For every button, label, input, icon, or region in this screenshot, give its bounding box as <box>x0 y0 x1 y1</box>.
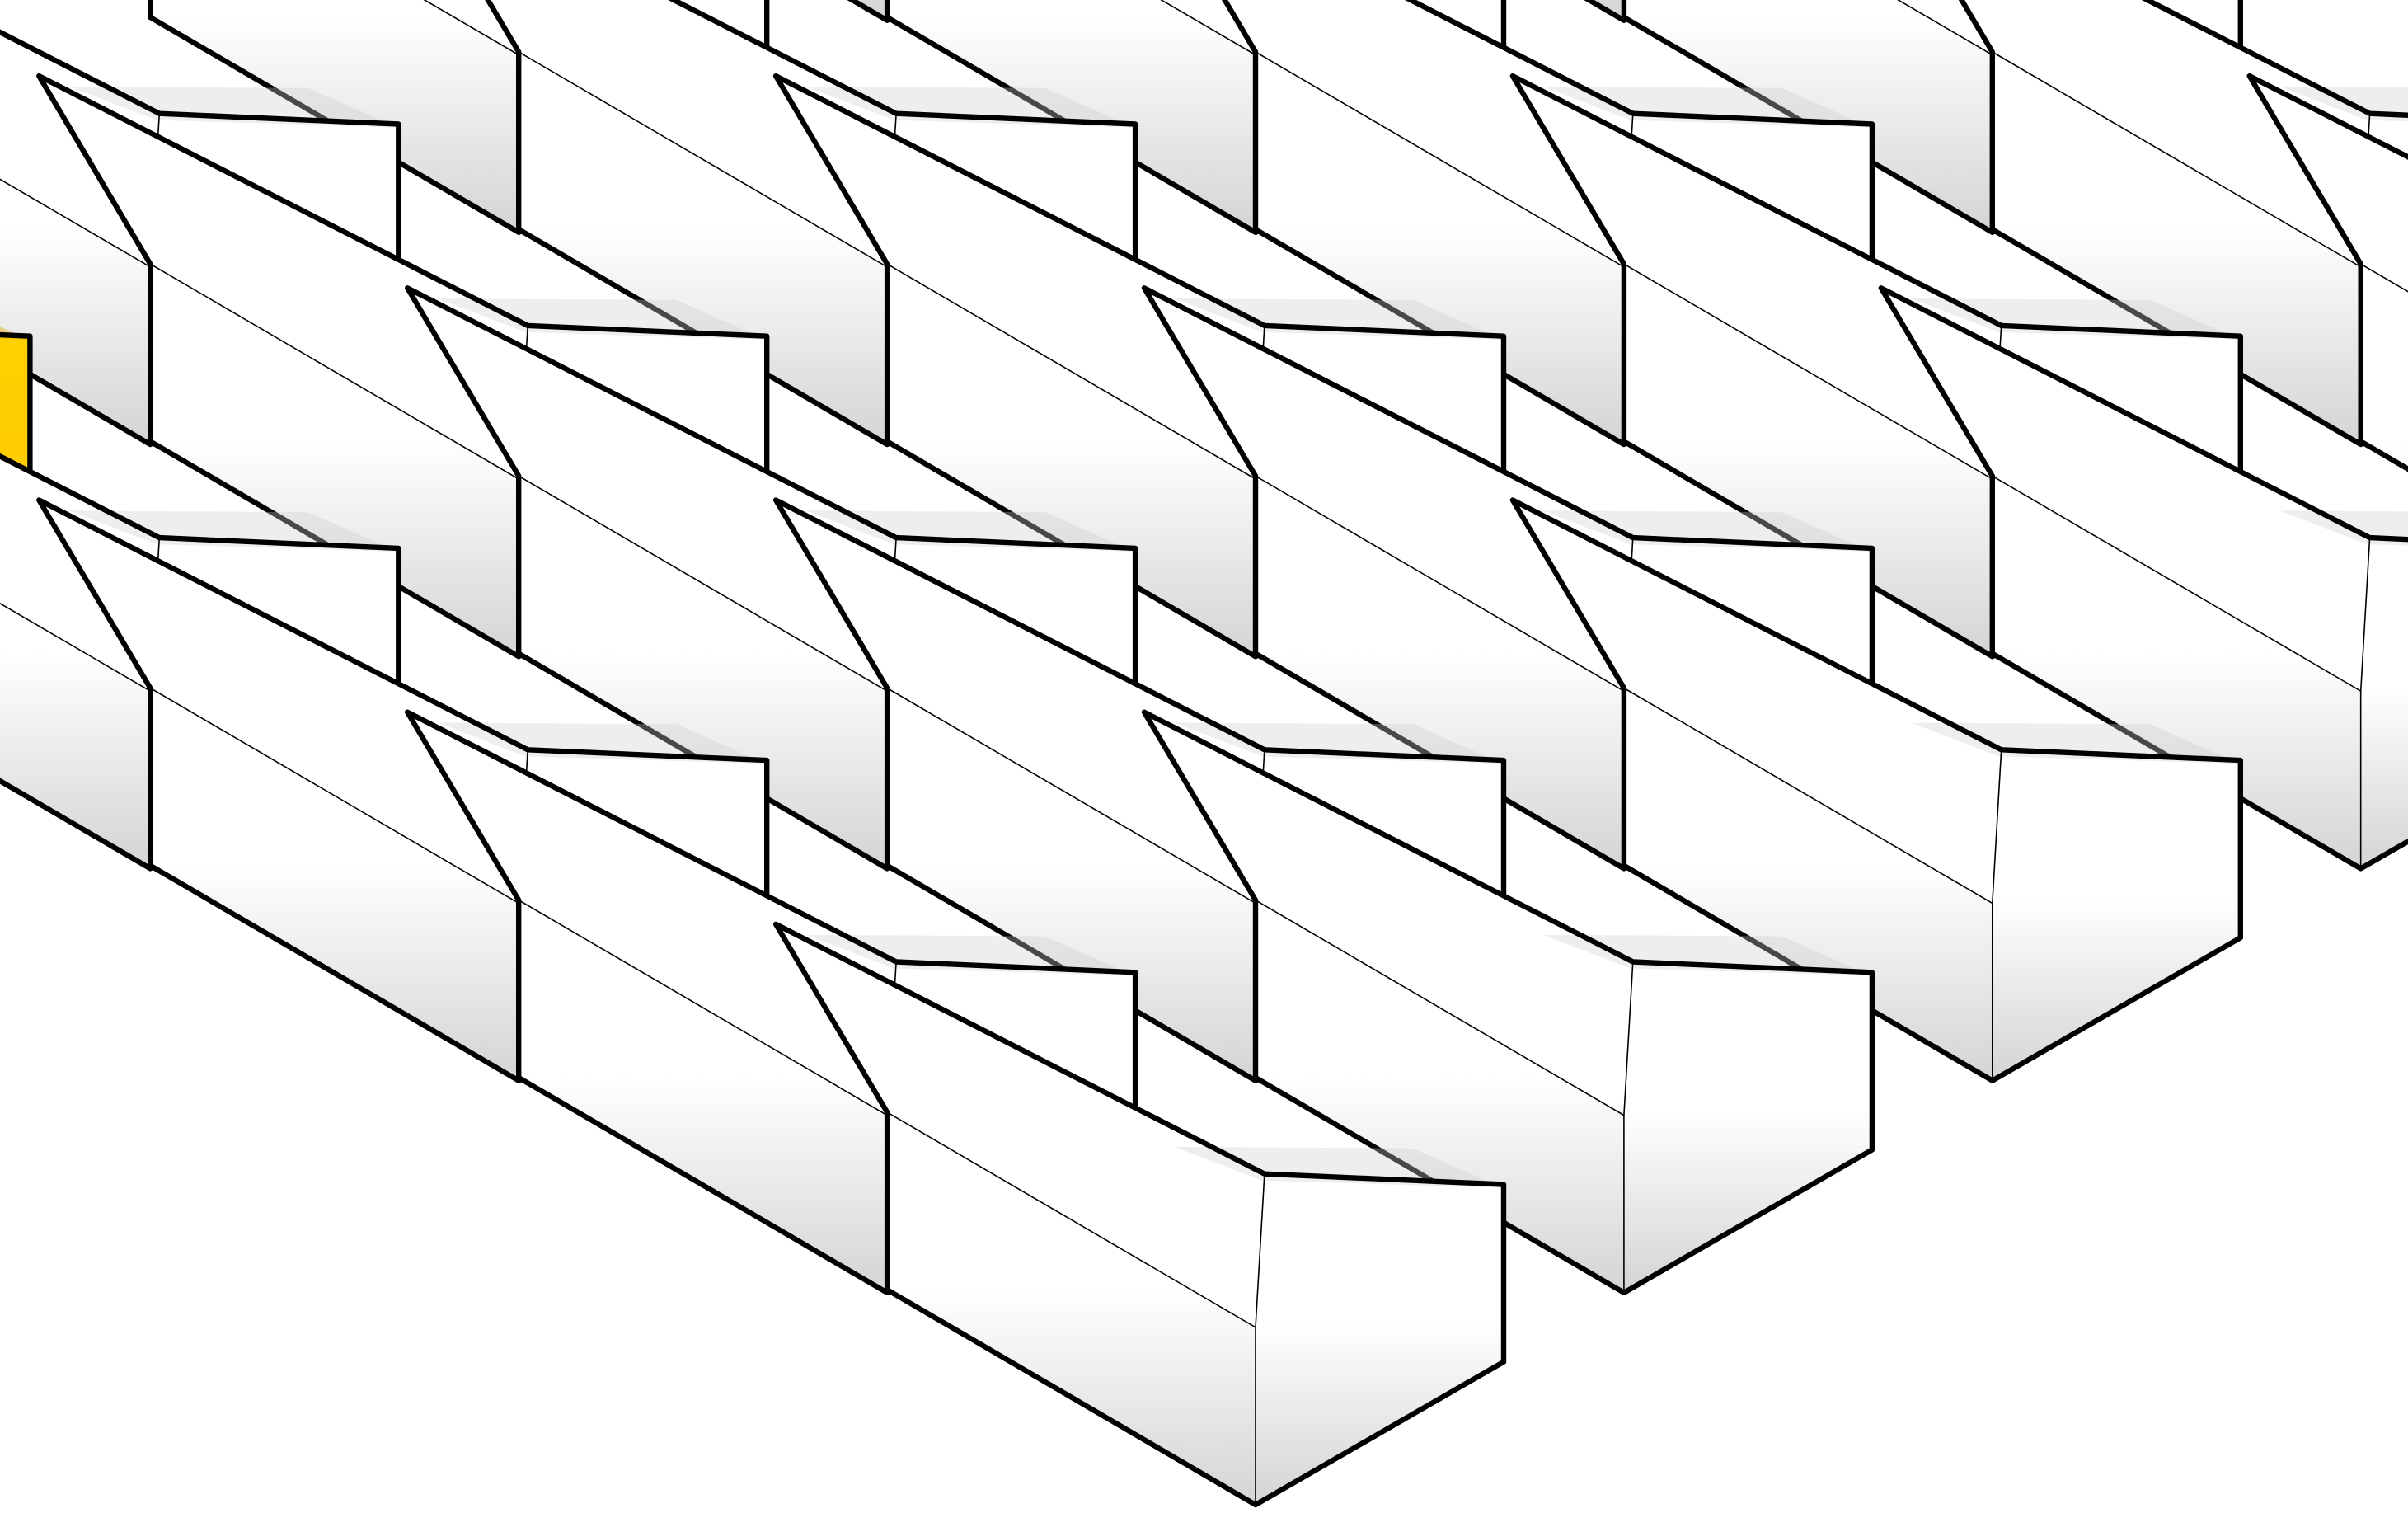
isometric-house-grid <box>0 0 2408 1513</box>
houses-layer <box>0 0 2408 1505</box>
